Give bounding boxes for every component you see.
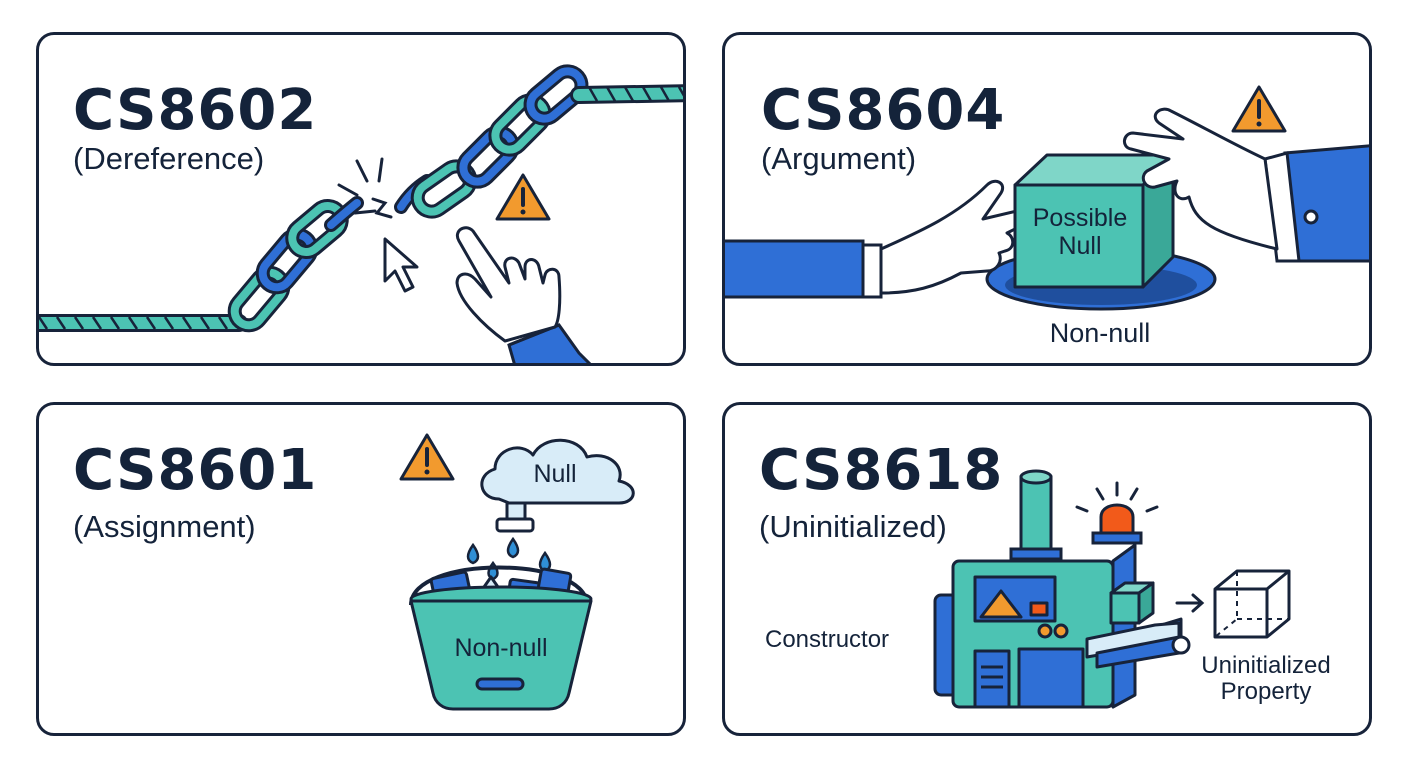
warning-icon [1231,85,1287,133]
error-code-cs8604: CS8604 [761,78,1006,143]
left-hand-icon [725,179,1027,299]
cursor-icon [383,237,419,293]
error-code-cs8602: CS8602 [73,78,318,143]
panel-cs8604: CS8604 (Argument) Possible Null Non-null [722,32,1372,366]
error-code-cs8618: CS8618 [759,438,1004,503]
output-label-uninitialized-property: Uninitialized Property [1201,652,1331,706]
broken-chain-illustration [39,64,683,363]
warning-icon [495,173,551,221]
chain-upper-icon [394,64,589,219]
cloud-icon [480,438,635,505]
hole-label-non-null: Non-null [1049,318,1151,348]
break-spark-icon [337,157,393,219]
panel-cs8618: CS8618 (Uninitialized) Constructor Unini… [722,402,1372,736]
conveyor-icon [1085,581,1191,669]
alarm-light-icon [1075,481,1159,545]
bucket-icon [409,565,593,711]
warning-icon [399,433,455,481]
rope-left-icon [39,314,248,332]
error-code-cs8601: CS8601 [73,438,318,503]
error-kind-assignment: (Assignment) [73,509,256,544]
factory-machine-icon [933,543,1137,709]
right-hand-icon [1123,107,1369,263]
box-label-possible-null: Possible Null [1032,204,1128,260]
empty-cube-icon [1213,569,1291,639]
error-kind-argument: (Argument) [761,141,917,176]
panel-cs8602: CS8602 (Dereference) [36,32,686,366]
error-kind-uninitialized: (Uninitialized) [759,509,947,544]
cloud-label-null: Null [533,460,577,488]
faucet-icon [495,501,535,533]
water-drops-icon [466,536,552,581]
rope-right-icon [570,84,683,104]
chain-lower-icon [227,196,364,333]
error-kind-dereference: (Dereference) [73,141,265,176]
machine-label-constructor: Constructor [765,626,890,653]
argument-illustration [725,85,1369,311]
assignment-illustration [399,433,635,711]
bucket-label-non-null: Non-null [454,634,548,662]
arrow-right-icon [1175,593,1205,613]
constructor-illustration [933,469,1291,709]
chimney-icon [1009,469,1063,561]
panel-cs8601: CS8601 (Assignment) Null Non-null [36,402,686,736]
pointing-hand-icon [455,226,592,363]
